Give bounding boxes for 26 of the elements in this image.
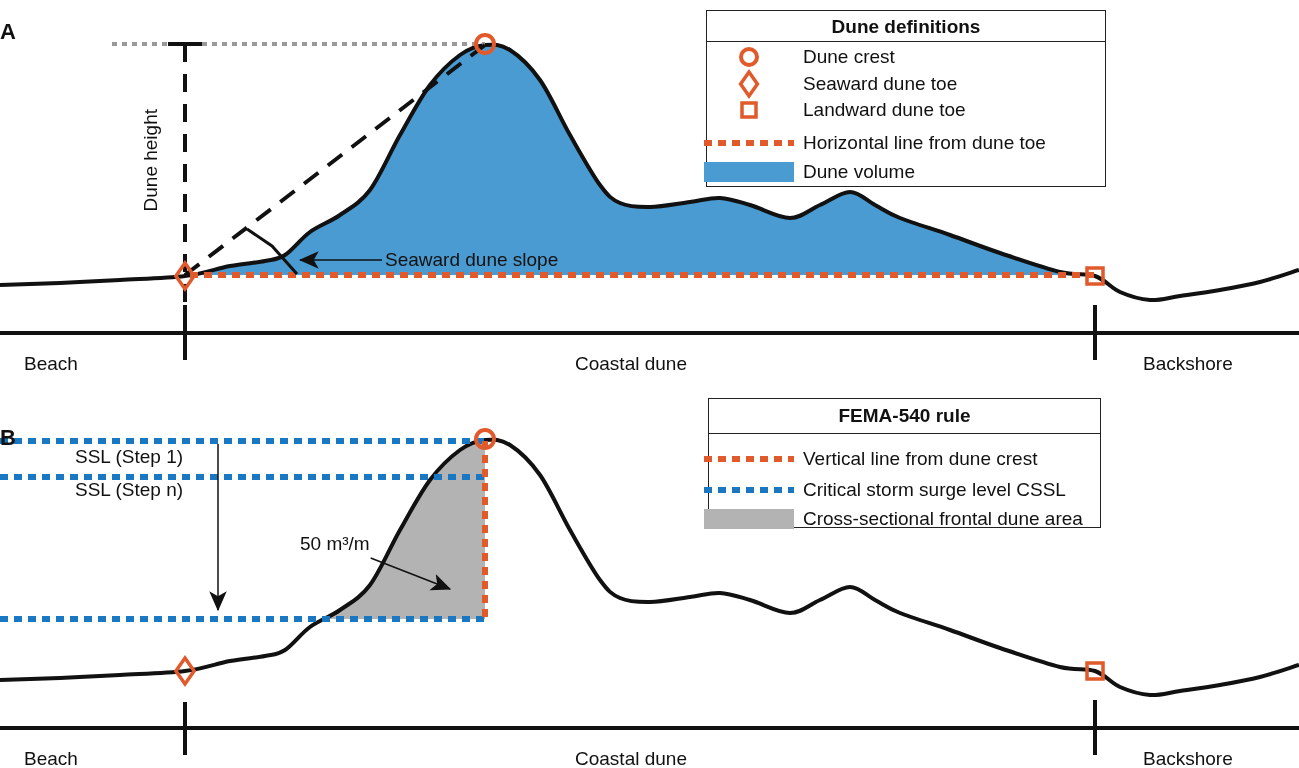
legend-label: Critical storm surge level CSSL bbox=[803, 479, 1066, 501]
callout-label: 50 m³/m bbox=[300, 533, 370, 555]
legend-label: Dune crest bbox=[803, 46, 895, 68]
legend-label: Landward dune toe bbox=[803, 99, 966, 121]
legend-label: Seaward dune toe bbox=[803, 73, 958, 95]
leader-line bbox=[298, 251, 383, 269]
axis-label: SSL (Step n) bbox=[75, 479, 184, 501]
axis-label: Beach bbox=[24, 748, 78, 768]
legend-label: Cross-sectional frontal dune area bbox=[803, 508, 1083, 530]
legend-title: FEMA-540 rule bbox=[837, 405, 972, 427]
axis-label: Coastal dune bbox=[575, 353, 687, 375]
leader-line bbox=[369, 557, 452, 591]
axis-label: Backshore bbox=[1143, 748, 1233, 768]
angle-mark bbox=[246, 227, 299, 275]
legend-label: Vertical line from dune crest bbox=[803, 448, 1038, 470]
dimension-label: Dune height bbox=[140, 109, 162, 212]
axis-label: Beach bbox=[24, 353, 78, 375]
panel-label: A bbox=[0, 21, 16, 43]
axis-label: SSL (Step 1) bbox=[75, 446, 184, 468]
legend-label: Horizontal line from dune toe bbox=[803, 132, 1046, 154]
axis-label: Backshore bbox=[1143, 353, 1233, 375]
legend-title: Dune definitions bbox=[830, 16, 982, 38]
panel-label: B bbox=[0, 427, 16, 449]
callout-label: Seaward dune slope bbox=[385, 249, 559, 271]
axis-label: Coastal dune bbox=[575, 748, 687, 768]
legend-label: Dune volume bbox=[803, 161, 915, 183]
